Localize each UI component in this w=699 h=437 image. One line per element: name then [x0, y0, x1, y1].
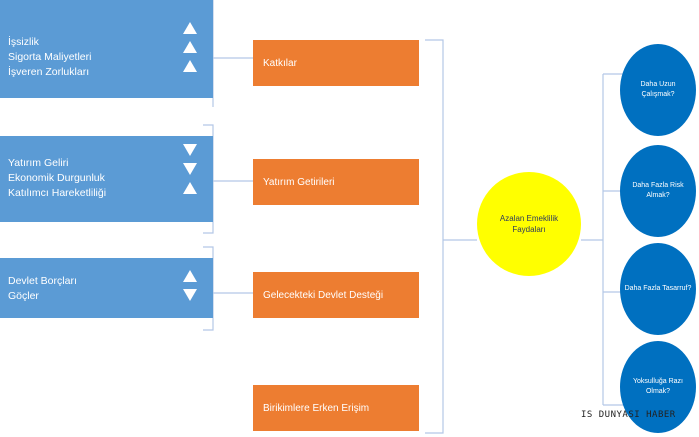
factor-box-contributions: İşsizlik Sigorta Maliyetleri İşveren Zor…	[0, 0, 213, 98]
watermark-text: IS DUNYASI HABER	[581, 410, 676, 420]
factor-line: Devlet Borçları	[8, 275, 77, 287]
question-circle-work-longer: Daha Uzun Çalışmak?	[620, 44, 696, 136]
question-label: Yoksulluğa Razı Olmak?	[633, 378, 683, 395]
question-label: Daha Uzun Çalışmak?	[640, 81, 676, 98]
factor-line: Göçler	[8, 290, 39, 302]
down-arrow-icon	[183, 144, 197, 156]
orange-box-government-support: Gelecekteki Devlet Desteği	[253, 272, 419, 318]
center-label: Azalan Emeklilik Faydaları	[499, 214, 559, 234]
question-label: Daha Fazla Risk Almak?	[632, 182, 684, 199]
orange-box-label: Yatırım Getirileri	[263, 176, 335, 188]
factor-line: Yatırım Geliri	[8, 157, 69, 169]
question-circle-save-more: Daha Fazla Tasarruf?	[620, 243, 696, 335]
factor-box-government: Devlet Borçları Göçler	[0, 258, 213, 318]
up-arrow-icon	[183, 41, 197, 53]
orange-box-investment-returns: Yatırım Getirileri	[253, 159, 419, 205]
factor-line: İşsizlik	[8, 36, 39, 48]
up-arrow-icon	[183, 182, 197, 194]
factor-line: Sigorta Maliyetleri	[8, 51, 92, 63]
orange-box-early-access: Birikimlere Erken Erişim	[253, 385, 419, 431]
up-arrow-icon	[183, 22, 197, 34]
orange-box-label: Gelecekteki Devlet Desteği	[263, 289, 384, 301]
orange-box-contributions: Katkılar	[253, 40, 419, 86]
orange-box-label: Katkılar	[263, 57, 297, 69]
down-arrow-icon	[183, 163, 197, 175]
question-label: Daha Fazla Tasarruf?	[624, 285, 692, 292]
up-arrow-icon	[183, 270, 197, 282]
orange-box-label: Birikimlere Erken Erişim	[263, 402, 370, 414]
question-circle-poverty: Yoksulluğa Razı Olmak?	[620, 341, 696, 433]
factor-line: Ekonomik Durgunluk	[8, 172, 105, 184]
factor-box-investment: Yatırım Geliri Ekonomik Durgunluk Katılı…	[0, 136, 213, 222]
question-circle-more-risk: Daha Fazla Risk Almak?	[620, 145, 696, 237]
factor-line: Katılımcı Hareketliliği	[8, 187, 107, 199]
center-circle: Azalan Emeklilik Faydaları	[477, 172, 581, 276]
factor-line: İşveren Zorlukları	[8, 66, 90, 78]
down-arrow-icon	[183, 289, 197, 301]
up-arrow-icon	[183, 60, 197, 72]
